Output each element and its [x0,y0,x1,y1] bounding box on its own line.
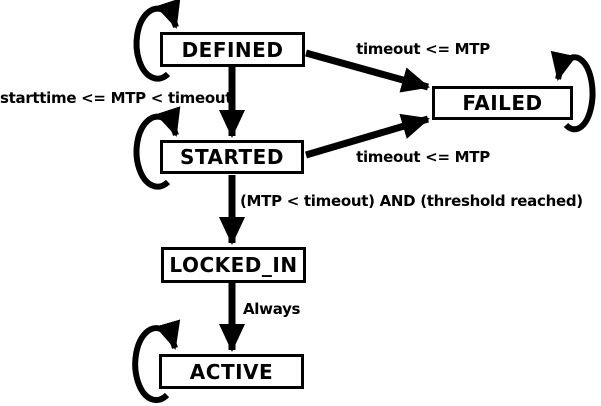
transition-label-lockedin-active: Always [243,300,301,318]
state-failed: FAILED [432,86,573,120]
state-active: ACTIVE [159,354,304,389]
self-loop-defined [133,0,181,82]
transition-label-started-failed: timeout <= MTP [356,148,490,166]
transition-arrow-started-failed [305,113,430,159]
state-started: STARTED [160,140,304,174]
transition-label-defined-failed: timeout <= MTP [356,40,490,58]
transition-label-started-lockedin: (MTP < timeout) AND (threshold reached) [240,192,583,210]
transition-label-defined-started: starttime <= MTP < timeout [0,89,233,107]
self-loop-failed [550,50,596,133]
state-locked-in: LOCKED_IN [161,247,306,283]
self-loop-active [132,319,181,404]
self-loop-started [133,106,181,190]
transition-arrow-defined-failed [305,49,430,93]
state-defined: DEFINED [160,32,305,67]
